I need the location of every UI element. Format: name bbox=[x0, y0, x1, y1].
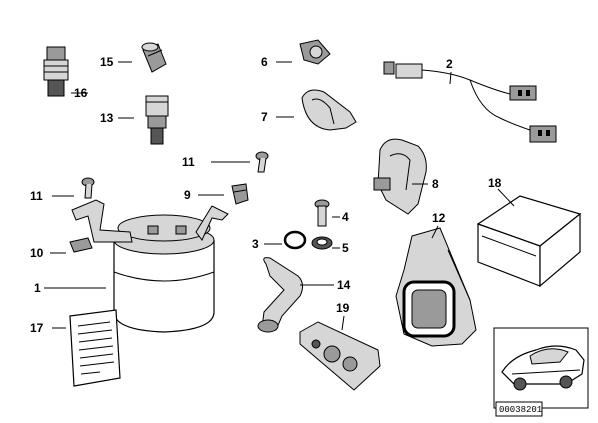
leader-lines bbox=[44, 61, 515, 331]
part-18-box[interactable] bbox=[476, 195, 582, 288]
part-6-clip[interactable] bbox=[299, 39, 331, 65]
part-9-clip-nut[interactable] bbox=[231, 183, 249, 205]
part-7-clamp[interactable] bbox=[301, 89, 357, 131]
label-3: 3 bbox=[252, 237, 259, 251]
part-15-cap[interactable] bbox=[141, 42, 167, 73]
part-16-valve[interactable] bbox=[43, 46, 69, 97]
label-8: 8 bbox=[432, 177, 439, 191]
label-4: 4 bbox=[342, 210, 349, 224]
label-15: 15 bbox=[100, 55, 114, 69]
label-17: 17 bbox=[30, 321, 44, 335]
label-19: 19 bbox=[336, 301, 350, 315]
part-4-bolt[interactable] bbox=[314, 199, 330, 227]
part-11-screw-lower[interactable] bbox=[81, 177, 95, 199]
label-7: 7 bbox=[261, 110, 268, 124]
vehicle-inset: 00038201 bbox=[493, 327, 589, 417]
label-18: 18 bbox=[488, 176, 502, 190]
label-2: 2 bbox=[446, 57, 453, 71]
label-6: 6 bbox=[261, 55, 268, 69]
part-5-seal[interactable] bbox=[311, 236, 333, 250]
part-labels: 15 16 13 6 7 2 8 11 9 11 10 1 17 3 4 5 1… bbox=[30, 55, 502, 335]
part-17-label-sheet[interactable] bbox=[69, 309, 121, 387]
part-1-receiver-drier[interactable] bbox=[69, 199, 229, 333]
part-11-screw-upper[interactable] bbox=[255, 151, 269, 173]
label-10: 10 bbox=[30, 246, 44, 260]
catalog-code: 00038201 bbox=[499, 405, 542, 415]
label-14: 14 bbox=[337, 278, 351, 292]
part-19-cover[interactable] bbox=[299, 321, 381, 391]
part-2-wiring-harness[interactable] bbox=[383, 61, 557, 143]
label-9: 9 bbox=[184, 188, 191, 202]
label-11-lower: 11 bbox=[30, 189, 43, 203]
label-13: 13 bbox=[100, 111, 114, 125]
part-13-pressure-switch[interactable] bbox=[145, 95, 169, 145]
label-11-upper: 11 bbox=[182, 155, 195, 169]
label-5: 5 bbox=[342, 241, 349, 255]
label-12: 12 bbox=[432, 211, 446, 225]
part-8-holder[interactable] bbox=[373, 138, 427, 215]
label-16: 16 bbox=[74, 86, 88, 100]
part-12-duct-seal[interactable] bbox=[395, 227, 477, 347]
part-14-hose[interactable] bbox=[257, 257, 304, 333]
part-3-o-ring[interactable] bbox=[283, 230, 307, 250]
label-1: 1 bbox=[34, 281, 41, 295]
